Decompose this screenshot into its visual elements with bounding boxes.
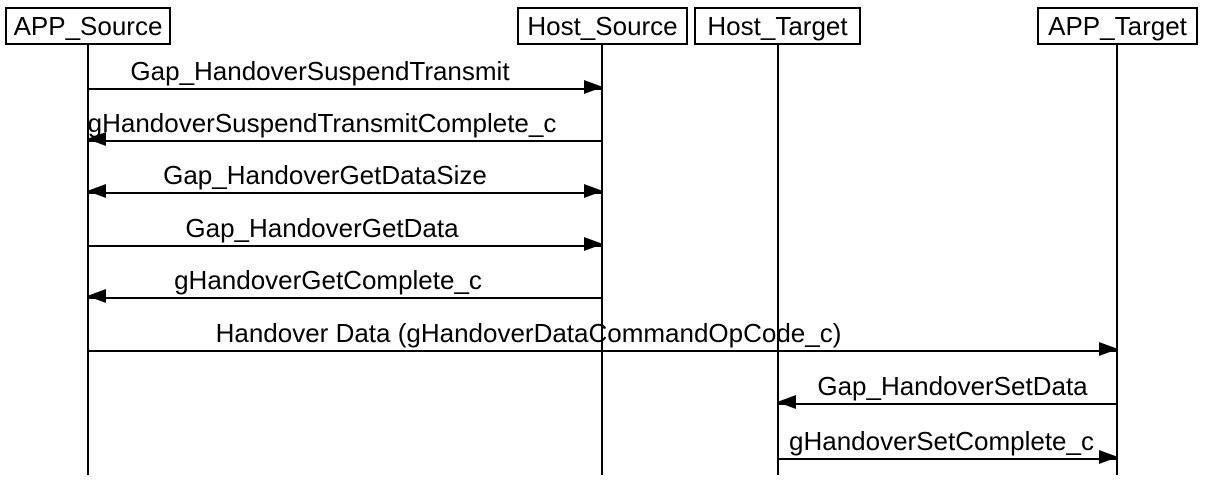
actor-label-app-target: APP_Target [1048, 10, 1187, 41]
arrowhead-right-icon [1099, 450, 1118, 464]
lifeline-host-source [601, 45, 603, 475]
message-handover-data: Handover Data (gHandoverDataCommandOpCod… [88, 316, 1118, 356]
message-label: gHandoverSuspendTransmitComplete_c [87, 108, 557, 138]
message-ghandover-suspend-transmit-complete: gHandoverSuspendTransmitComplete_c [87, 106, 602, 146]
arrowhead-left-icon [87, 289, 106, 303]
message-ghandover-get-complete: gHandoverGetComplete_c [87, 263, 602, 303]
arrowhead-right-icon [584, 237, 603, 251]
arrowhead-left-icon [87, 132, 106, 146]
actor-box-host-target: Host_Target [694, 7, 861, 45]
message-gap-handover-get-data-size: Gap_HandoverGetDataSize [87, 158, 603, 198]
arrowhead-right-icon [584, 184, 603, 198]
arrowhead-left-icon [777, 395, 796, 409]
lifeline-host-target [777, 45, 779, 475]
actor-label-app-source: APP_Source [13, 10, 163, 41]
message-label: Gap_HandoverGetDataSize [163, 160, 487, 190]
lifeline-app-source [87, 45, 89, 475]
actor-box-host-source: Host_Source [517, 7, 688, 45]
message-label: gHandoverSetComplete_c [789, 426, 1094, 456]
arrowhead-left-icon [87, 184, 106, 198]
message-gap-handover-set-data: Gap_HandoverSetData [777, 369, 1117, 409]
message-label: Handover Data (gHandoverDataCommandOpCod… [215, 318, 842, 348]
actor-box-app-target: APP_Target [1037, 7, 1198, 45]
message-gap-handover-suspend-transmit: Gap_HandoverSuspendTransmit [88, 54, 603, 94]
message-label: Gap_HandoverGetData [185, 213, 459, 243]
message-ghandover-set-complete: gHandoverSetComplete_c [778, 424, 1118, 464]
arrowhead-right-icon [1099, 342, 1118, 356]
actor-box-app-source: APP_Source [5, 7, 171, 45]
message-label: gHandoverGetComplete_c [174, 265, 482, 295]
arrowhead-right-icon [584, 80, 603, 94]
lifeline-app-target [1116, 45, 1118, 475]
actor-label-host-target: Host_Target [707, 10, 848, 41]
message-label: Gap_HandoverSuspendTransmit [130, 56, 510, 86]
actor-label-host-source: Host_Source [527, 10, 678, 41]
message-gap-handover-get-data: Gap_HandoverGetData [88, 211, 603, 251]
message-label: Gap_HandoverSetData [817, 371, 1088, 401]
